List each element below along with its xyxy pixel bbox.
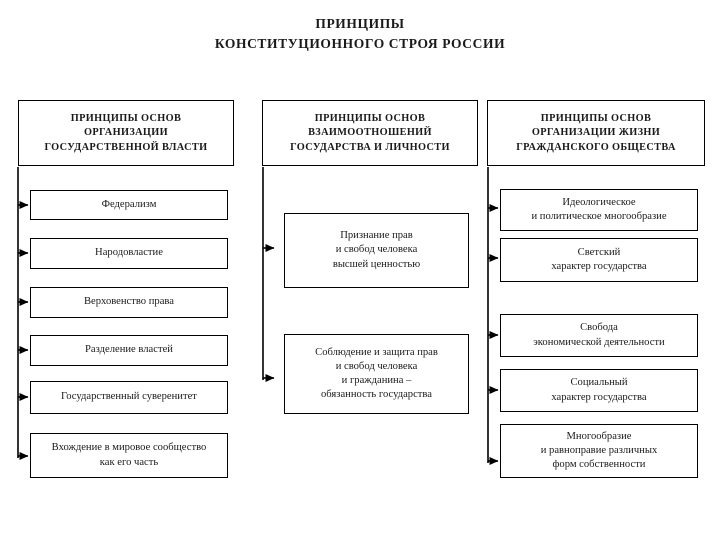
- principle-label: высшей ценностью: [332, 258, 421, 270]
- column-state-and-individual-relations: ПРИНЦИПЫ ОСНОВ ВЗАИМООТНОШЕНИЙ ГОСУДАРСТ…: [258, 0, 482, 540]
- principle-box[interactable]: Социальный характер государства: [500, 369, 698, 412]
- column-1-header-line-1: ПРИНЦИПЫ ОСНОВ: [70, 112, 182, 124]
- principle-label: и равноправие различных: [540, 444, 658, 456]
- principle-box[interactable]: Свобода экономической деятельности: [500, 314, 698, 357]
- column-2-header-line-1: ПРИНЦИПЫ ОСНОВ: [314, 112, 426, 124]
- principle-label: Соблюдение и защита прав: [315, 346, 438, 358]
- column-3-header: ПРИНЦИПЫ ОСНОВ ОРГАНИЗАЦИИ ЖИЗНИ ГРАЖДАН…: [487, 100, 705, 166]
- principle-box[interactable]: Признание прав и свобод человека высшей …: [284, 213, 469, 288]
- principle-label: и гражданина –: [341, 375, 412, 386]
- column-1-header: ПРИНЦИПЫ ОСНОВ ОРГАНИЗАЦИИ ГОСУДАРСТВЕНН…: [18, 100, 234, 166]
- principle-box[interactable]: Идеологическое и политическое многообраз…: [500, 189, 698, 231]
- principle-box[interactable]: Верховенство права: [30, 287, 228, 318]
- principle-box[interactable]: Народовластие: [30, 238, 228, 269]
- column-2-header-line-2: ВЗАИМООТНОШЕНИЙ: [308, 127, 432, 139]
- principle-label: Свобода: [580, 322, 618, 334]
- principle-label: Государственный суверенитет: [61, 391, 197, 403]
- column-2-header-line-3: ГОСУДАРСТВА И ЛИЧНОСТИ: [290, 141, 450, 153]
- principle-box[interactable]: Федерализм: [30, 190, 228, 220]
- column-civil-society-life-organization: ПРИНЦИПЫ ОСНОВ ОРГАНИЗАЦИИ ЖИЗНИ ГРАЖДАН…: [483, 0, 709, 540]
- principle-label: Федерализм: [101, 198, 157, 210]
- column-organization-of-state-power: ПРИНЦИПЫ ОСНОВ ОРГАНИЗАЦИИ ГОСУДАРСТВЕНН…: [14, 0, 238, 540]
- principle-box[interactable]: Разделение властей: [30, 335, 228, 366]
- principle-box[interactable]: Соблюдение и защита прав и свобод челове…: [284, 334, 469, 414]
- page-title: ПРИНЦИПЫ КОНСТИТУЦИОННОГО СТРОЯ РОССИИ: [0, 14, 720, 53]
- column-1-header-line-2: ОРГАНИЗАЦИИ: [84, 127, 168, 139]
- principle-label: Светский: [577, 246, 621, 258]
- principle-label: Идеологическое: [562, 196, 636, 208]
- column-3-header-line-2: ОРГАНИЗАЦИИ ЖИЗНИ: [531, 127, 661, 139]
- principle-box[interactable]: Государственный суверенитет: [30, 381, 228, 414]
- principle-label: и свобод человека: [335, 360, 418, 372]
- principle-box[interactable]: Многообразие и равноправие различных фор…: [500, 424, 698, 478]
- principle-label: Вхождение в мировое сообщество: [51, 442, 207, 454]
- principle-label: и свобод человека: [335, 244, 418, 256]
- principle-label: и политическое многообразие: [531, 211, 667, 222]
- page-title-line-2: КОНСТИТУЦИОННОГО СТРОЯ РОССИИ: [214, 35, 506, 51]
- column-3-header-line-3: ГРАЖДАНСКОГО ОБЩЕСТВА: [516, 141, 676, 153]
- column-1-header-line-3: ГОСУДАРСТВЕННОЙ ВЛАСТИ: [44, 141, 208, 153]
- column-2-header: ПРИНЦИПЫ ОСНОВ ВЗАИМООТНОШЕНИЙ ГОСУДАРСТ…: [262, 100, 478, 166]
- principle-label: экономической деятельности: [533, 336, 665, 348]
- principle-label: форм собственности: [552, 459, 646, 471]
- principle-label: Разделение властей: [85, 344, 173, 356]
- principle-label: Социальный: [570, 377, 628, 389]
- principle-label: Народовластие: [95, 247, 163, 259]
- principle-label: Верховенство права: [83, 296, 174, 308]
- principle-label: характер государства: [551, 261, 647, 272]
- principle-label: характер государства: [551, 391, 647, 403]
- principle-label: обязанность государства: [320, 389, 432, 401]
- principle-box[interactable]: Вхождение в мировое сообщество как его ч…: [30, 433, 228, 478]
- principle-label: Признание прав: [340, 230, 413, 242]
- page-title-line-1: ПРИНЦИПЫ: [315, 16, 405, 31]
- principle-label: Многообразие: [566, 430, 632, 442]
- column-3-header-line-1: ПРИНЦИПЫ ОСНОВ: [540, 112, 652, 124]
- principle-box[interactable]: Светский характер государства: [500, 238, 698, 282]
- principle-label: как его часть: [99, 456, 159, 468]
